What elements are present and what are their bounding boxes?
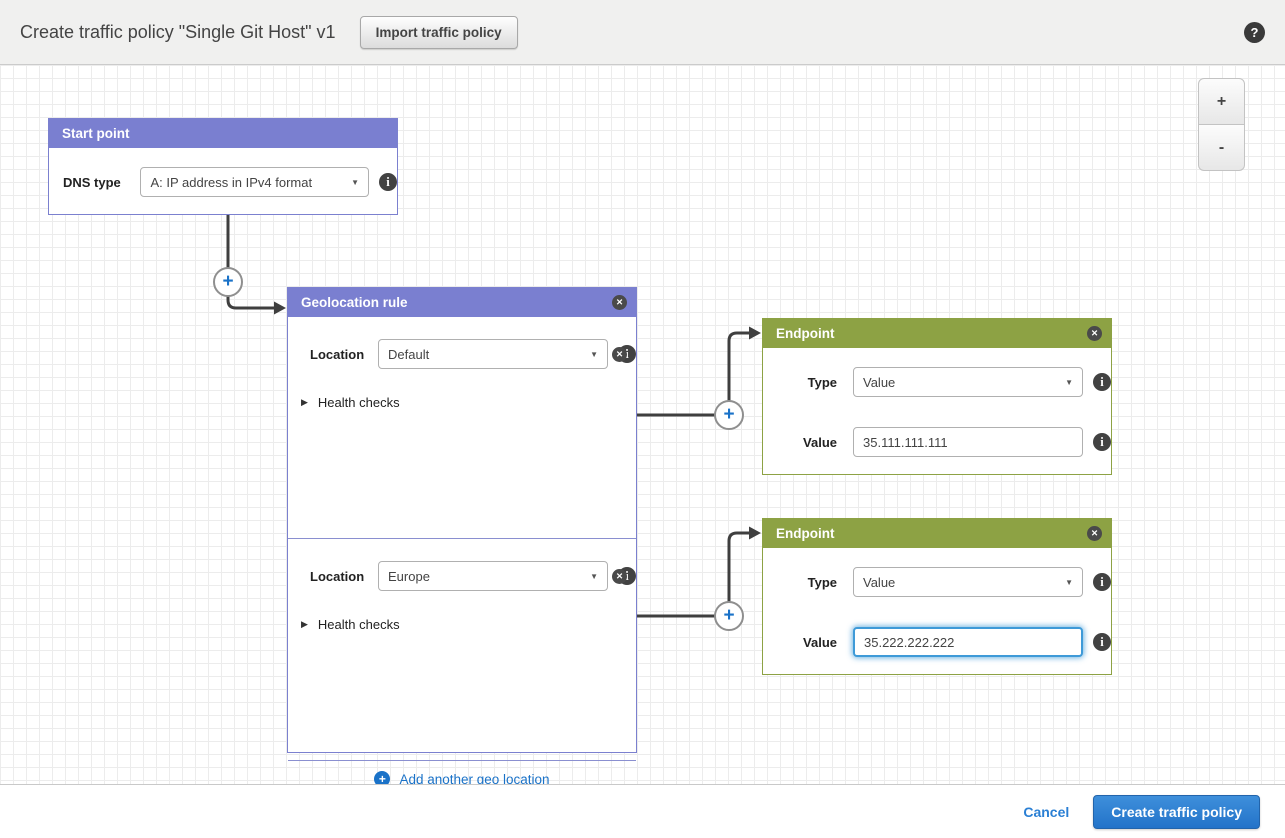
- health-checks-toggle-1[interactable]: ▶ Health checks: [288, 395, 636, 410]
- dns-type-selected-value: A: IP address in IPv4 format: [150, 174, 313, 190]
- endpoint-value-row: Value i: [763, 427, 1111, 457]
- endpoint-2-close-icon[interactable]: ✕: [1087, 526, 1102, 541]
- endpoint-title: Endpoint: [776, 526, 835, 541]
- add-endpoint-plus-button-2[interactable]: +: [714, 601, 744, 631]
- geolocation-rule-header: Geolocation rule ✕: [288, 288, 636, 317]
- endpoint-1-type-select[interactable]: Value ▼: [853, 367, 1083, 397]
- chevron-down-icon: ▼: [590, 571, 598, 581]
- dns-type-label: DNS type: [63, 174, 121, 190]
- header-bar: Create traffic policy "Single Git Host" …: [0, 0, 1285, 65]
- endpoint-card-2: Endpoint ✕ Type Value ▼ i Value i: [762, 518, 1112, 675]
- endpoint-title: Endpoint: [776, 326, 835, 341]
- expander-right-icon: ▶: [301, 397, 308, 407]
- zoom-out-button[interactable]: -: [1198, 124, 1245, 171]
- geolocation-rule-close-icon[interactable]: ✕: [612, 295, 627, 310]
- help-icon[interactable]: ?: [1244, 21, 1265, 43]
- dns-type-select[interactable]: A: IP address in IPv4 format ▼: [140, 167, 369, 197]
- endpoint-type-label: Type: [807, 574, 837, 590]
- endpoint-1-close-icon[interactable]: ✕: [1087, 326, 1102, 341]
- geolocation-rule-title: Geolocation rule: [301, 295, 408, 310]
- start-point-card: Start point DNS type A: IP address in IP…: [48, 118, 398, 215]
- expander-right-icon: ▶: [301, 619, 308, 629]
- geo-rule-2-close-icon[interactable]: ✕: [612, 569, 627, 584]
- endpoint-type-selected-value: Value: [863, 574, 896, 590]
- geo-rule-1-close-icon[interactable]: ✕: [612, 347, 627, 362]
- location-select-1[interactable]: Default ▼: [378, 339, 608, 369]
- start-point-title: Start point: [62, 126, 130, 141]
- endpoint-value-label: Value: [803, 634, 837, 650]
- health-checks-label: Health checks: [317, 617, 400, 632]
- add-geo-location-link[interactable]: + Add another geo location: [288, 761, 636, 797]
- endpoint-value-info-icon[interactable]: i: [1093, 633, 1111, 651]
- endpoint-type-label: Type: [807, 374, 837, 390]
- start-point-header: Start point: [49, 119, 397, 148]
- import-traffic-policy-button[interactable]: Import traffic policy: [359, 15, 518, 49]
- footer-bar: Cancel Create traffic policy: [0, 784, 1285, 838]
- endpoint-value-info-icon[interactable]: i: [1093, 433, 1111, 451]
- endpoint-type-selected-value: Value: [863, 374, 896, 390]
- cancel-link[interactable]: Cancel: [1023, 803, 1070, 820]
- health-checks-toggle-2[interactable]: ▶ Health checks: [288, 617, 636, 632]
- zoom-controls: + -: [1198, 78, 1245, 171]
- endpoint-type-row: Type Value ▼ i: [763, 567, 1111, 597]
- add-endpoint-plus-button-1[interactable]: +: [714, 400, 744, 430]
- location-row: Location Europe ▼ i: [288, 561, 636, 591]
- endpoint-2-header: Endpoint ✕: [763, 519, 1111, 548]
- add-rule-plus-button[interactable]: +: [213, 267, 243, 297]
- health-checks-label: Health checks: [317, 395, 400, 410]
- dns-type-info-icon[interactable]: i: [379, 173, 397, 191]
- endpoint-type-row: Type Value ▼ i: [763, 367, 1111, 397]
- endpoint-type-info-icon[interactable]: i: [1093, 573, 1111, 591]
- canvas: + - + + + Start point DNS type A: IP add…: [0, 65, 1285, 787]
- chevron-down-icon: ▼: [590, 349, 598, 359]
- geo-rule-section-2: ✕ Location Europe ▼ i ▶ Health checks: [288, 561, 636, 761]
- endpoint-2-value-input[interactable]: [853, 627, 1083, 657]
- location-label: Location: [310, 346, 365, 362]
- dns-type-row: DNS type A: IP address in IPv4 format ▼ …: [49, 167, 397, 197]
- chevron-down-icon: ▼: [1065, 377, 1073, 387]
- location-selected-value: Default: [388, 346, 430, 362]
- endpoint-value-row: Value i: [763, 627, 1111, 657]
- endpoint-1-value-input[interactable]: [853, 427, 1083, 457]
- endpoint-type-info-icon[interactable]: i: [1093, 373, 1111, 391]
- zoom-in-button[interactable]: +: [1198, 78, 1245, 125]
- location-select-2[interactable]: Europe ▼: [378, 561, 608, 591]
- geo-rule-section-1: ✕ Location Default ▼ i ▶ Health checks: [288, 339, 636, 539]
- location-row: Location Default ▼ i: [288, 339, 636, 369]
- endpoint-value-label: Value: [803, 434, 837, 450]
- chevron-down-icon: ▼: [351, 177, 359, 187]
- add-plus-icon: +: [374, 771, 391, 787]
- chevron-down-icon: ▼: [1065, 577, 1073, 587]
- location-selected-value: Europe: [388, 568, 430, 584]
- endpoint-1-header: Endpoint ✕: [763, 319, 1111, 348]
- endpoint-2-type-select[interactable]: Value ▼: [853, 567, 1083, 597]
- location-label: Location: [310, 568, 365, 584]
- create-traffic-policy-button[interactable]: Create traffic policy: [1093, 794, 1260, 829]
- geolocation-rule-card: Geolocation rule ✕ ✕ Location Default ▼ …: [287, 287, 637, 787]
- add-geo-location-label: Add another geo location: [399, 771, 550, 787]
- endpoint-card-1: Endpoint ✕ Type Value ▼ i Value i: [762, 318, 1112, 475]
- page-title: Create traffic policy "Single Git Host" …: [20, 21, 336, 42]
